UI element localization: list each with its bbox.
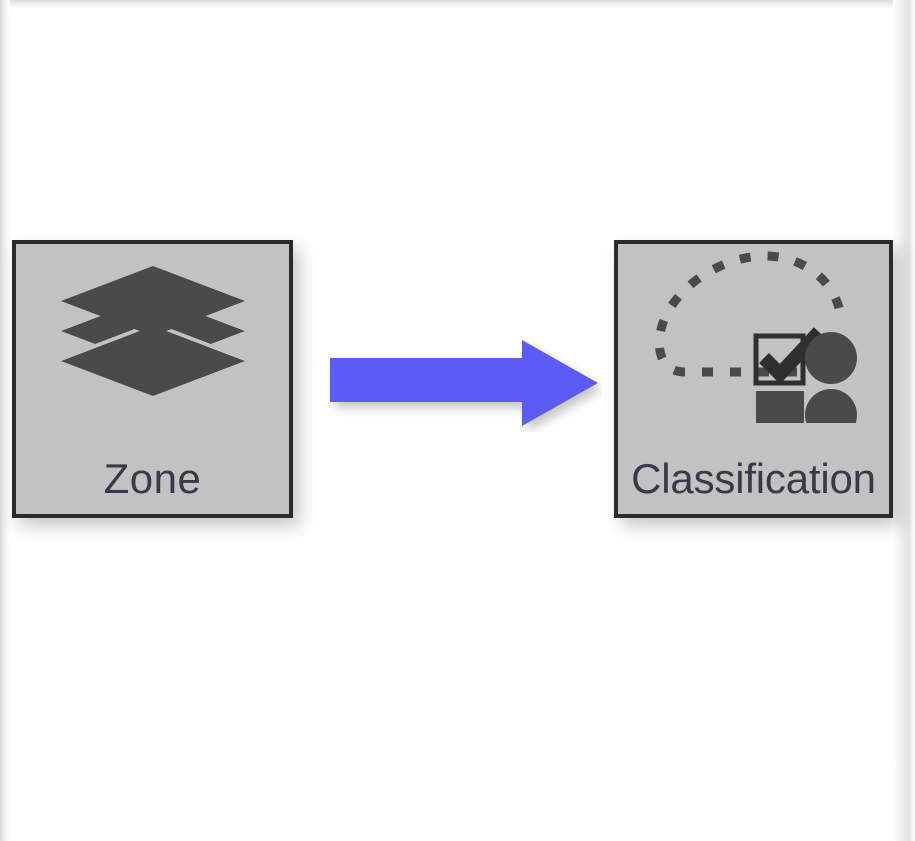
canvas-left-edge — [0, 0, 10, 841]
lasso-dashed-outline — [654, 250, 843, 376]
classification-icon — [654, 250, 857, 423]
classification-icon-wrap — [618, 250, 889, 423]
node-classification[interactable]: Classification — [614, 240, 893, 518]
layers-icon — [60, 266, 245, 396]
canvas-right-edge — [893, 0, 915, 841]
zone-icon-wrap — [16, 250, 289, 420]
node-classification-label: Classification — [631, 455, 876, 502]
filled-circle-bottom — [804, 388, 857, 423]
node-zone-label: Zone — [103, 455, 202, 502]
arrow-shape — [330, 340, 598, 426]
filled-circle-top — [804, 331, 857, 384]
canvas-top-edge — [0, 0, 915, 9]
node-zone[interactable]: Zone — [12, 240, 293, 518]
check-icon — [758, 326, 824, 384]
filled-square-bottom — [755, 390, 804, 423]
arrow-zone-to-classification[interactable] — [326, 334, 602, 432]
